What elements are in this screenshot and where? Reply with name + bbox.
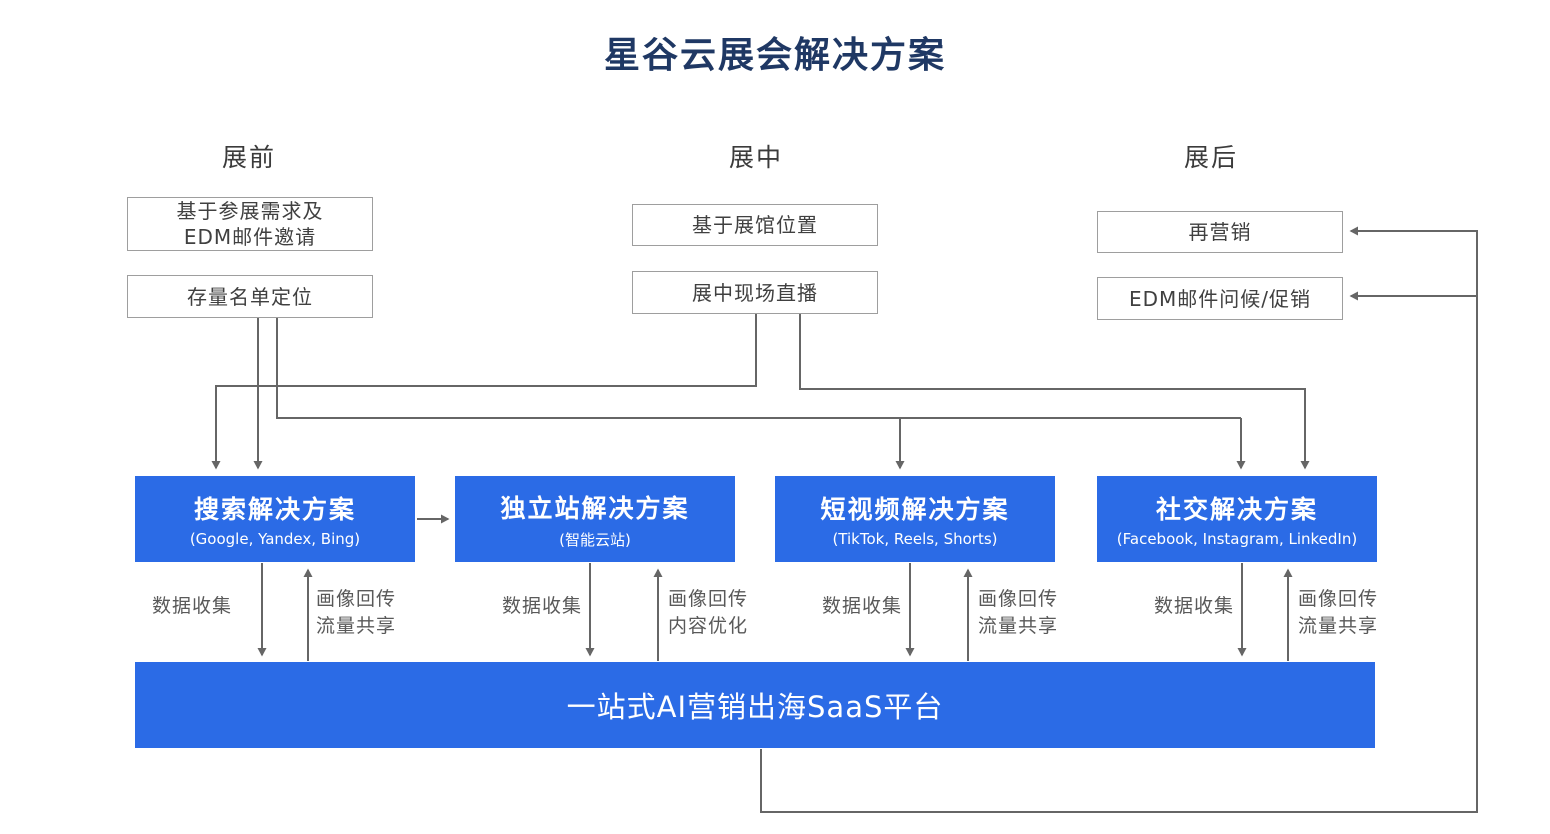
solution-search: 搜索解决方案 (Google, Yandex, Bing) [135,476,415,562]
box-edm-invite: 基于参展需求及 EDM邮件邀请 [127,197,373,251]
box-edm-greeting: EDM邮件问候/促销 [1097,277,1343,320]
label-return-search: 画像回传 流量共享 [316,588,397,637]
solution-website: 独立站解决方案 (智能云站) [455,476,735,562]
solution-short-video: 短视频解决方案 (TikTok, Reels, Shorts) [775,476,1055,562]
box-existing-list: 存量名单定位 [127,275,373,318]
box-remarketing: 再营销 [1097,211,1343,253]
phase-header-pre-show: 展前 [221,143,276,172]
diagram-title: 星谷云展会解决方案 [603,35,946,76]
solution-social-title: 社交解决方案 [1155,495,1318,524]
solution-website-subtitle: (智能云站) [559,530,631,549]
label-return-video: 画像回传 流量共享 [978,588,1059,637]
box-venue-location: 基于展馆位置 [632,204,878,246]
label-collect-site: 数据收集 [502,595,583,617]
phase-header-mid-show: 展中 [728,143,783,172]
label-collect-video: 数据收集 [822,595,903,617]
solution-search-subtitle: (Google, Yandex, Bing) [189,530,361,548]
solution-social-subtitle: (Facebook, Instagram, LinkedIn) [1116,530,1358,548]
label-return-site: 画像回传 内容优化 [668,588,749,637]
solution-short-video-title: 短视频解决方案 [820,495,1010,524]
platform-bar: 一站式AI营销出海SaaS平台 [135,662,1375,748]
edge-live-to-search [211,313,756,470]
label-return-social: 画像回传 流量共享 [1298,588,1379,637]
edge-live-to-social [800,313,1310,470]
box-live-stream: 展中现场直播 [632,271,878,314]
label-collect-search: 数据收集 [152,595,233,617]
solution-social: 社交解决方案 (Facebook, Instagram, LinkedIn) [1097,476,1377,562]
phase-header-post-show: 展后 [1183,143,1238,172]
label-collect-social: 数据收集 [1154,595,1235,617]
edge-list-trunk [277,318,1241,418]
solution-short-video-subtitle: (TikTok, Reels, Shorts) [832,530,998,548]
solution-search-title: 搜索解决方案 [193,495,356,524]
solution-website-title: 独立站解决方案 [500,493,690,523]
